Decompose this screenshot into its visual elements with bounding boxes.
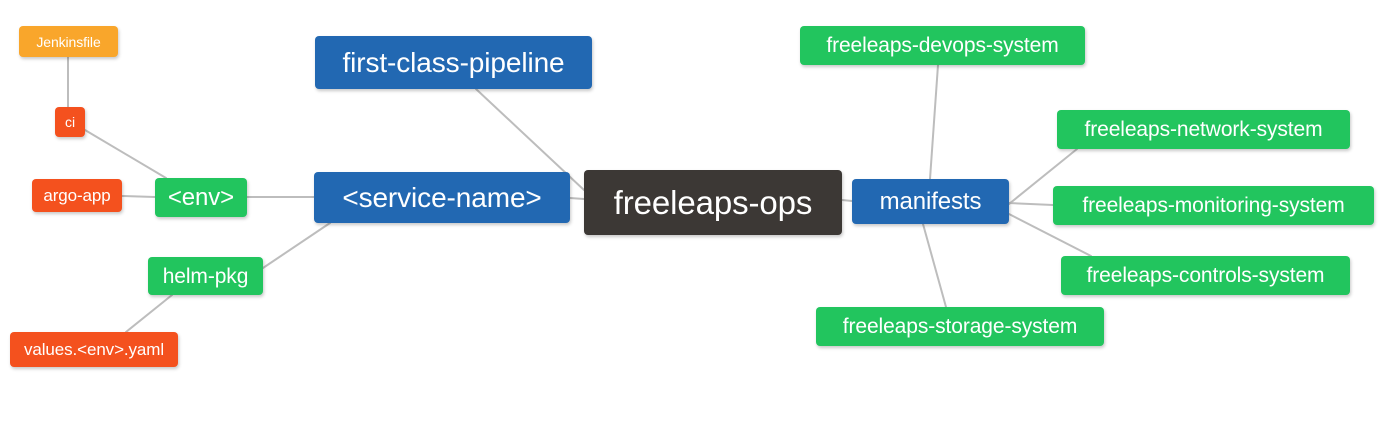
node-freeleaps-network-system[interactable]: freeleaps-network-system bbox=[1057, 110, 1350, 149]
node-freeleaps-devops-system[interactable]: freeleaps-devops-system bbox=[800, 26, 1085, 65]
node-label-values-env-yaml: values.<env>.yaml bbox=[23, 340, 165, 359]
node-label-freeleaps-storage-system: freeleaps-storage-system bbox=[842, 315, 1078, 338]
edge-service-name-to-helm-pkg bbox=[262, 222, 331, 269]
node-freeleaps-storage-system[interactable]: freeleaps-storage-system bbox=[816, 307, 1104, 346]
node-label-freeleaps-network-system: freeleaps-network-system bbox=[1084, 118, 1323, 141]
node-label-argo-app: argo-app bbox=[43, 186, 111, 205]
node-freeleaps-ops[interactable]: freeleaps-ops bbox=[584, 170, 842, 235]
node-label-freeleaps-monitoring-system: freeleaps-monitoring-system bbox=[1082, 194, 1345, 217]
node-env[interactable]: <env> bbox=[155, 178, 247, 217]
node-manifests[interactable]: manifests bbox=[852, 179, 1009, 224]
edge-manifests-to-freeleaps-storage-system bbox=[922, 223, 947, 308]
edge-env-to-argo-app bbox=[121, 195, 156, 198]
edge-helm-pkg-to-values-env-yaml bbox=[125, 294, 173, 333]
node-label-ci: ci bbox=[65, 114, 75, 130]
node-label-freeleaps-ops: freeleaps-ops bbox=[613, 184, 813, 221]
node-jenkinsfile[interactable]: Jenkinsfile bbox=[19, 26, 118, 57]
edge-env-to-ci bbox=[84, 129, 167, 179]
node-label-first-class-pipeline: first-class-pipeline bbox=[342, 46, 565, 78]
edge-freeleaps-ops-to-manifests bbox=[841, 199, 853, 202]
edge-freeleaps-ops-to-service-name bbox=[569, 197, 585, 200]
node-service-name[interactable]: <service-name> bbox=[314, 172, 570, 223]
node-first-class-pipeline[interactable]: first-class-pipeline bbox=[315, 36, 592, 89]
node-label-helm-pkg: helm-pkg bbox=[162, 264, 249, 288]
node-freeleaps-monitoring-system[interactable]: freeleaps-monitoring-system bbox=[1053, 186, 1374, 225]
node-label-freeleaps-devops-system: freeleaps-devops-system bbox=[826, 34, 1059, 57]
edge-manifests-to-freeleaps-devops-system bbox=[929, 64, 939, 180]
node-argo-app[interactable]: argo-app bbox=[32, 179, 122, 212]
node-values-env-yaml[interactable]: values.<env>.yaml bbox=[10, 332, 178, 367]
node-label-freeleaps-controls-system: freeleaps-controls-system bbox=[1086, 264, 1325, 287]
node-label-jenkinsfile: Jenkinsfile bbox=[36, 33, 101, 50]
node-label-env: <env> bbox=[167, 183, 235, 211]
node-label-service-name: <service-name> bbox=[342, 181, 542, 213]
node-label-manifests: manifests bbox=[879, 187, 982, 215]
node-helm-pkg[interactable]: helm-pkg bbox=[148, 257, 263, 295]
node-freeleaps-controls-system[interactable]: freeleaps-controls-system bbox=[1061, 256, 1350, 295]
edge-manifests-to-freeleaps-monitoring-system bbox=[1008, 202, 1054, 206]
node-ci[interactable]: ci bbox=[55, 107, 85, 137]
